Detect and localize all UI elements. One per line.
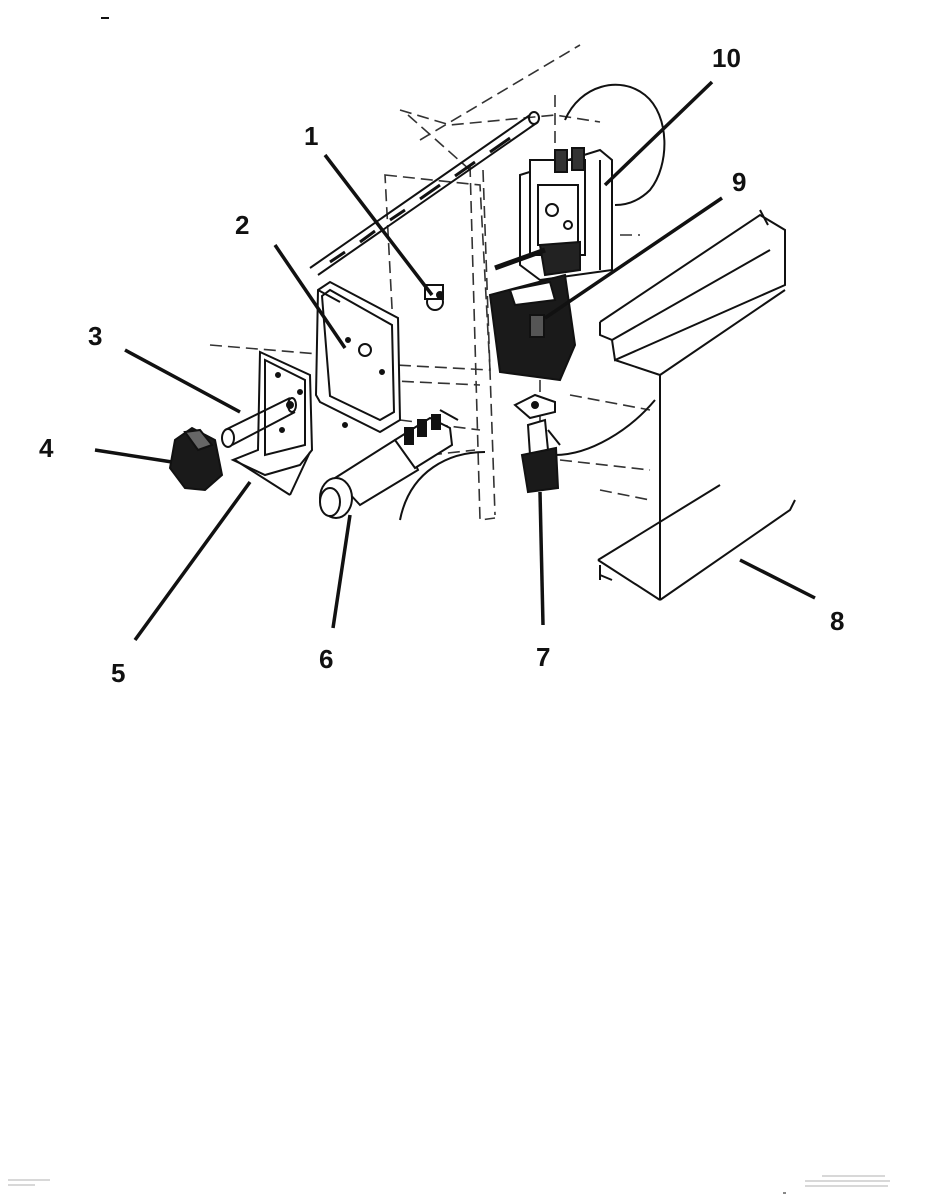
callout-9: 9 [732,167,747,197]
callout-4: 4 [39,433,54,463]
shaft-sleeve [221,397,297,448]
callout-5: 5 [111,658,126,688]
bottom-switch [513,393,561,494]
lead-wire [399,451,486,521]
callout-8: 8 [830,606,845,636]
front-plate [230,350,314,496]
capillary-wire [564,83,666,206]
valve-body [319,409,459,519]
callout-3: 3 [88,321,103,351]
control-knob [168,426,224,492]
leader-lines [94,80,816,642]
control-switch [494,147,613,282]
callout-6: 6 [319,644,334,674]
sensor-clip [424,284,444,311]
mounting-bracket [314,280,402,434]
callout-2: 2 [235,210,250,240]
callout-1: 1 [304,121,319,151]
rod-tube [309,111,540,276]
callout-10: 10 [712,43,741,73]
switch-plate [488,273,577,382]
lead-wire-2 [554,399,656,456]
callout-7: 7 [536,642,551,672]
housing-panel [597,209,796,601]
